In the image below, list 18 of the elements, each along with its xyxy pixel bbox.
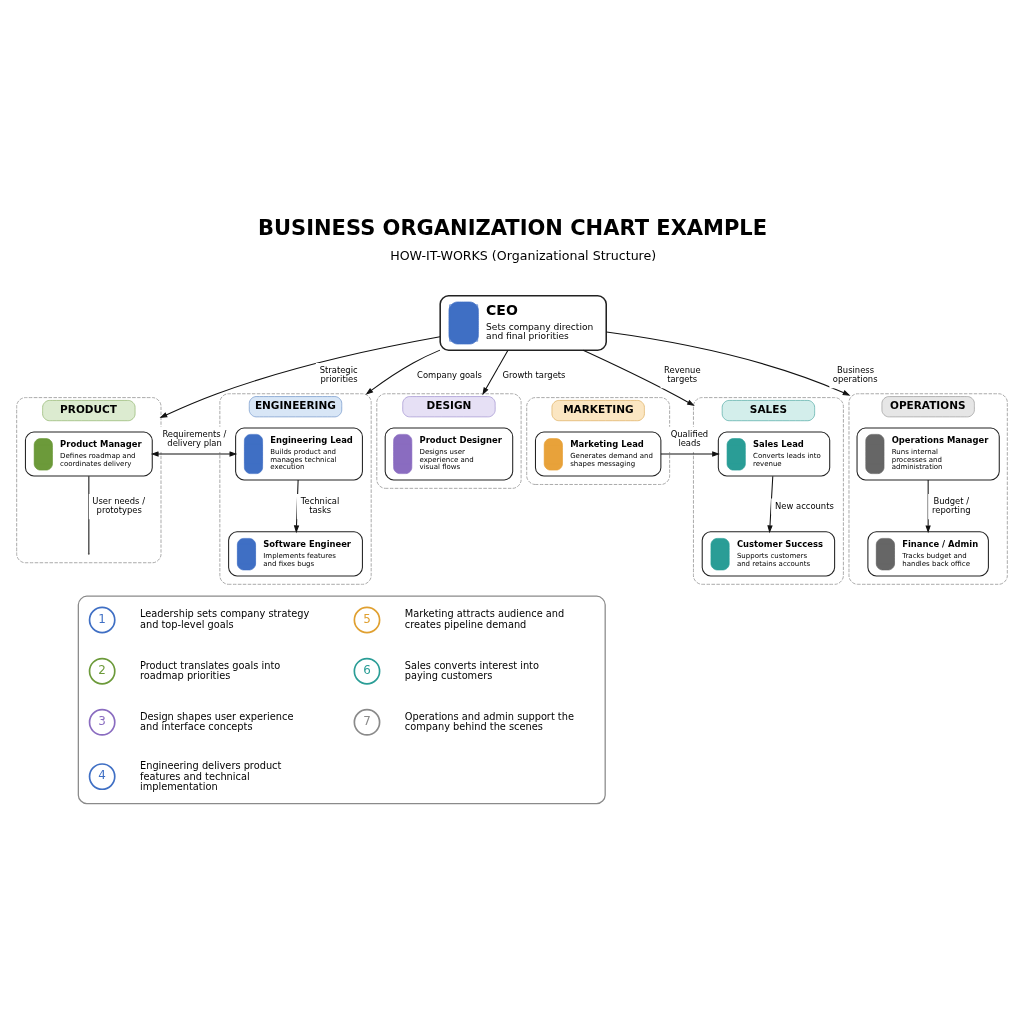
edge-label: Business operations xyxy=(832,364,878,384)
edge-label: New accounts xyxy=(775,500,834,511)
node-label: Operations and admin support the company behind the scenes xyxy=(404,710,574,732)
edge-label: Revenue targets xyxy=(664,364,701,384)
diagram-title: BUSINESS ORGANIZATION CHART EXAMPLE xyxy=(258,214,768,240)
node-label: Engineering delivers product features and technical implementation xyxy=(139,759,282,792)
edge-label: Budget / reporting xyxy=(932,495,971,515)
edge-label: Technical tasks xyxy=(300,495,340,515)
edge-label: User needs / prototypes xyxy=(92,495,145,515)
label: HOW-IT-WORKS (Organizational Structure) xyxy=(390,247,657,263)
node-label: Product translates goals into roadmap priorities xyxy=(139,659,281,681)
edge-label: Strategic priorities xyxy=(319,364,358,384)
node-label: Sales converts interest into paying customers xyxy=(404,659,539,681)
edge-label: Company goals xyxy=(417,369,482,380)
node-label: Design shapes user experience and interface concepts xyxy=(139,710,294,732)
node-label: Marketing attracts audience and creates pipeline demand xyxy=(404,607,565,630)
node-label: Leadership sets company strategy and top-level goals xyxy=(139,607,310,630)
edge-label: Growth targets xyxy=(502,369,566,380)
